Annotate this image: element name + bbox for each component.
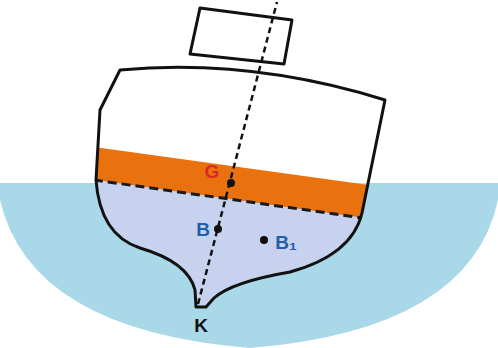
superstructure (190, 8, 292, 64)
point-label: K (194, 316, 208, 335)
point-label: B (196, 220, 210, 239)
point-b1 (260, 236, 268, 244)
point-label: G (205, 162, 220, 181)
centerline (198, 2, 277, 304)
point-label: B₁ (275, 233, 297, 252)
hull-outline (96, 67, 385, 307)
submerged-hull-lower (80, 178, 420, 348)
point-g (227, 179, 235, 187)
point-b (214, 225, 222, 233)
